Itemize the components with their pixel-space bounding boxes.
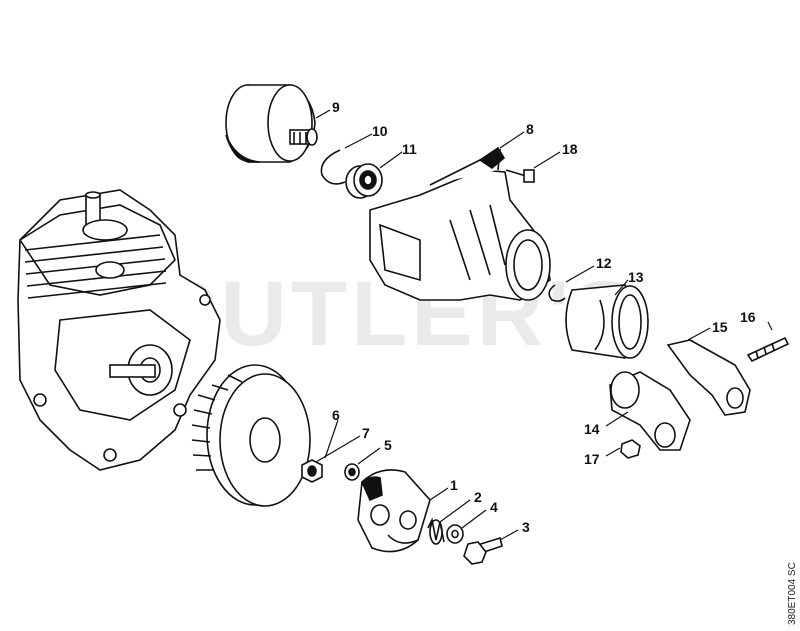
callout-18: 18 [562,141,578,157]
part-13-bushing [565,284,649,359]
leader-lines [315,109,773,541]
part-4-washer [446,524,464,544]
callout-8: 8 [526,121,534,137]
callout-14: 14 [584,421,600,437]
callout-15: 15 [712,319,728,335]
callout-16: 16 [740,309,756,325]
callout-6: 6 [332,407,340,423]
callout-4: 4 [490,499,498,515]
callout-1: 1 [450,477,458,493]
callout-labels: 1 2 3 4 5 6 7 8 9 10 11 12 13 14 15 16 1… [332,99,756,535]
callout-10: 10 [372,123,388,139]
part-17-nut [620,439,641,459]
part-3-shoulder-screw [463,536,503,565]
callout-3: 3 [522,519,530,535]
callout-2: 2 [474,489,482,505]
callout-5: 5 [384,437,392,453]
engine-housing [17,189,221,471]
part-9-clutch-drum [225,84,318,163]
callout-9: 9 [332,99,340,115]
flywheel [191,364,311,507]
part-5-washer [344,463,360,481]
part-6-nut [301,459,323,483]
part-15-clamp-top [666,339,751,416]
part-14-clamp-bottom [609,371,691,451]
part-16-screw [746,336,790,363]
clutch-housing [369,146,551,301]
callout-11: 11 [402,141,417,157]
callout-13: 13 [628,269,644,285]
part-18-screw [505,169,535,183]
part-1-clutch-shoes [357,469,431,553]
callout-7: 7 [362,425,370,441]
part-12-snap-ring [548,284,566,302]
callout-17: 17 [584,451,600,467]
part-2-spring [427,517,445,545]
part-10-circlip [320,149,346,185]
callout-12: 12 [596,255,612,271]
document-id: 380ET004 SC [787,562,798,625]
part-11-ball-bearing [345,163,383,199]
